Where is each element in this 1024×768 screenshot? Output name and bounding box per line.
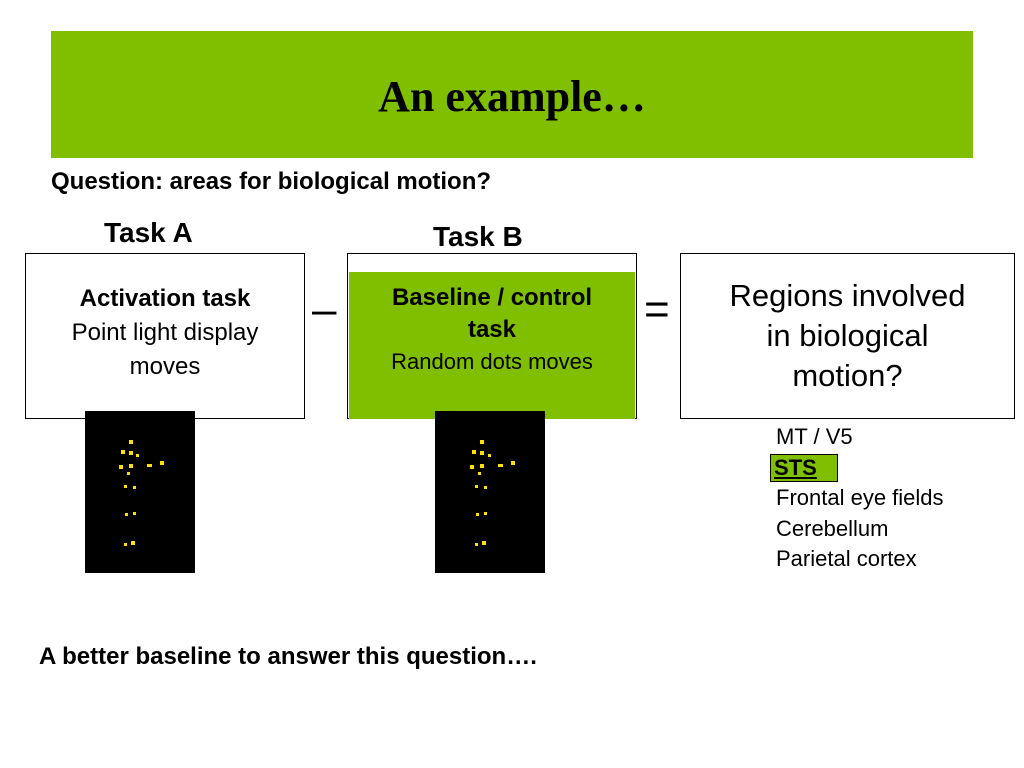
region-item: Frontal eye fields: [776, 485, 944, 510]
task-a-box: Activation task Point light display move…: [25, 253, 305, 419]
light-dot: [472, 450, 476, 454]
region-item: MT / V5: [776, 424, 853, 449]
task-b-sub: Random dots moves: [391, 349, 593, 374]
random-dots-display-b: [435, 411, 545, 573]
light-dot: [488, 454, 491, 457]
regions-list: MT / V5 STS Frontal eye fields Cerebellu…: [770, 422, 944, 575]
result-line1: Regions involved: [729, 278, 966, 313]
light-dot: [160, 461, 164, 465]
result-box: Regions involved in biological motion?: [680, 253, 1015, 419]
light-dot: [475, 543, 478, 546]
light-dot: [511, 461, 515, 465]
light-dot: [484, 486, 487, 489]
light-dot: [476, 513, 479, 516]
task-a-label: Task A: [104, 217, 193, 248]
light-dot: [136, 454, 139, 457]
title-bar: An example…: [51, 31, 973, 158]
light-dot: [129, 451, 133, 455]
light-dot: [147, 464, 152, 467]
highlight-label: STS: [770, 453, 838, 482]
light-dot: [470, 465, 474, 469]
light-dot: [119, 465, 123, 469]
light-dot: [127, 472, 130, 475]
result-line2: in biological: [766, 318, 929, 353]
equals-operator: =: [644, 285, 670, 334]
light-dot: [498, 464, 503, 467]
question-text: Question: areas for biological motion?: [51, 168, 492, 195]
task-a-line2: moves: [129, 353, 201, 380]
task-b-heading-line1: Baseline / control: [391, 284, 593, 311]
light-dot: [124, 485, 127, 488]
result-line3: motion?: [792, 358, 903, 393]
task-b-heading-line2: task: [467, 316, 517, 343]
light-dot: [480, 464, 484, 468]
light-dot: [480, 440, 484, 444]
light-dot: [475, 485, 478, 488]
light-dot: [125, 513, 128, 516]
region-item: Parietal cortex: [776, 546, 917, 571]
light-dot: [482, 541, 486, 545]
light-dot: [133, 486, 136, 489]
region-item: Cerebellum: [776, 515, 889, 541]
task-a-line1: Point light display: [71, 319, 259, 346]
minus-operator: –: [312, 285, 337, 334]
region-item-highlighted: STS: [770, 453, 944, 484]
footer-text: A better baseline to answer this questio…: [39, 643, 537, 670]
slide-title: An example…: [378, 72, 646, 121]
point-light-display-a: [85, 411, 195, 573]
light-dot: [484, 512, 487, 515]
light-dot: [124, 543, 127, 546]
light-dot: [133, 512, 136, 515]
task-b-highlight: Baseline / control task Random dots move…: [349, 272, 635, 419]
task-b-box: Baseline / control task Random dots move…: [347, 253, 637, 419]
light-dot: [478, 472, 481, 475]
light-dot: [121, 450, 125, 454]
light-dot: [131, 541, 135, 545]
light-dot: [480, 451, 484, 455]
light-dot: [129, 464, 133, 468]
task-b-label: Task B: [433, 221, 523, 252]
task-a-heading: Activation task: [79, 285, 251, 312]
light-dot: [129, 440, 133, 444]
